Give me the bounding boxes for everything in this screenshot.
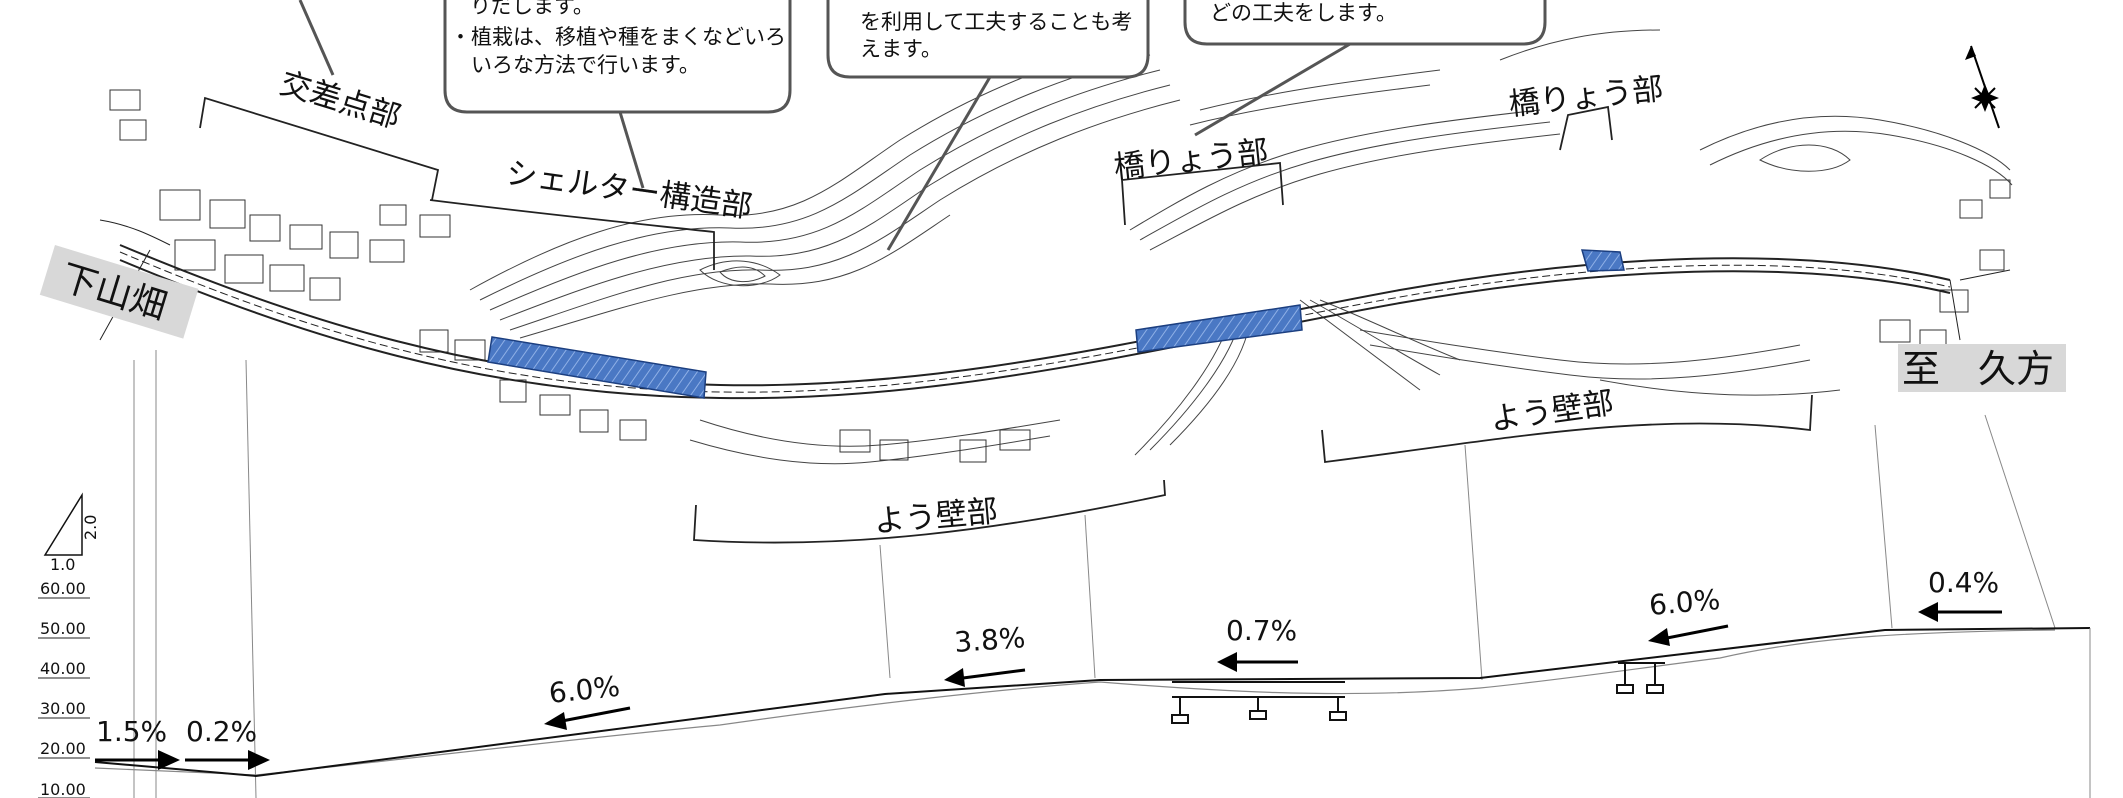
callout-left-line-2: ・植栽は、移植や種をまくなどいろ — [450, 25, 786, 49]
elev-tick-50: 50.00 — [40, 619, 86, 638]
elev-tick-60: 60.00 — [40, 579, 86, 598]
callout-middle: を利用して工夫することも考 えます。 — [826, 0, 1150, 251]
section-brackets — [199, 96, 1813, 544]
callout-middle-line-1: を利用して工夫することも考 — [860, 10, 1132, 34]
grade-label-7: 0.4% — [1928, 566, 1999, 599]
profile-lines — [94, 627, 2091, 798]
bridge-right-highlight — [1580, 249, 1625, 272]
bridge-center-highlight — [1135, 304, 1303, 353]
terrain-contours — [469, 29, 2013, 465]
slope-scale: 2.0 1.0 — [43, 492, 100, 574]
grade-label-5: 0.7% — [1226, 614, 1297, 647]
compass-rose-icon — [1965, 45, 2000, 129]
callout-middle-line-2: えます。 — [860, 37, 942, 61]
slope-horizontal-label: 1.0 — [50, 555, 75, 574]
elev-tick-40: 40.00 — [40, 659, 86, 678]
grade-label-4: 3.8% — [953, 621, 1026, 659]
callout-left: りだします。 ・植栽は、移植や種をまくなどいろ いろな方法で行います。 — [443, 0, 792, 189]
shelter-label: シェルター構造部 — [504, 155, 755, 225]
shelter-bracket — [429, 199, 715, 270]
callout-right: どの工夫をします。 — [1183, 0, 1547, 137]
road-alignment — [99, 219, 2011, 400]
bridge-profile-center — [1171, 681, 1347, 724]
grade-label-2: 0.2% — [186, 715, 257, 748]
intersection-bracket — [199, 96, 440, 201]
callout-right-line-1: どの工夫をします。 — [1210, 1, 1397, 25]
wall-right-bracket — [1321, 394, 1813, 464]
grade-label-6: 6.0% — [1648, 583, 1722, 622]
bridge-right-label: 橋りょう部 — [1507, 71, 1665, 123]
callout-left-line-3: いろな方法で行います。 — [450, 53, 700, 77]
wall-center-bracket — [693, 479, 1166, 544]
elev-tick-10: 10.00 — [40, 780, 86, 798]
bridge-profile-right — [1616, 662, 1665, 694]
callout-left-line-1: りだします。 — [470, 0, 594, 18]
urban-blocks — [109, 89, 2011, 463]
place-end: 至 久方 — [1898, 344, 2066, 392]
elev-tick-20: 20.00 — [40, 739, 86, 758]
grade-arrow-6 — [1666, 624, 1729, 640]
slope-vertical-label: 2.0 — [81, 515, 100, 540]
wall-center-label: よう壁部 — [873, 493, 1000, 540]
bridge-center-label: 橋りょう部 — [1112, 134, 1270, 186]
bridge-right-bracket — [1559, 105, 1613, 151]
wall-right-label: よう壁部 — [1488, 385, 1616, 438]
grade-label-3: 6.0% — [547, 670, 621, 710]
callout-top-leader — [298, 0, 335, 76]
place-end-label: 至 久方 — [1902, 347, 2054, 391]
bridge-center-bracket — [1121, 162, 1284, 226]
shelter-highlight — [487, 336, 707, 399]
grade-arrow-3 — [561, 706, 631, 723]
design-grade-line — [94, 627, 2091, 778]
highlighted-segments — [487, 249, 1625, 399]
elev-tick-30: 30.00 — [40, 699, 86, 718]
grade-arrow-4 — [962, 668, 1026, 680]
grade-arrows — [95, 602, 2002, 770]
place-start: 下山畑 — [39, 245, 199, 339]
plan-profile-guides — [133, 350, 2056, 798]
grade-label-1: 1.5% — [96, 715, 167, 748]
ground-line — [94, 629, 2056, 776]
elevation-axis — [38, 597, 90, 798]
